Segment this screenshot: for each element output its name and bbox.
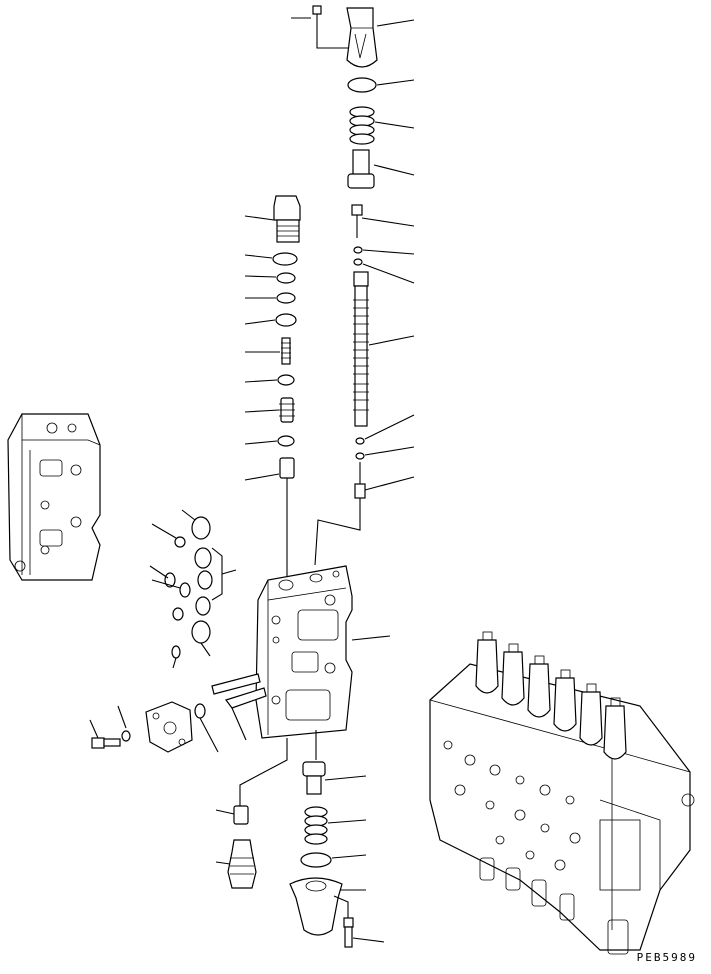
relief-plug [244, 195, 301, 243]
backup-ring [244, 374, 295, 386]
spring-top [349, 106, 415, 145]
small-ring-b [353, 258, 415, 284]
poppet [244, 397, 295, 423]
cap-bolt-top [291, 5, 358, 49]
o-ring-2 [244, 272, 296, 284]
cap-bolt-bottom [343, 917, 385, 948]
retainer-top [347, 149, 415, 189]
seat-ring [244, 435, 295, 447]
bottom-link [239, 730, 317, 808]
small-ring-a [353, 246, 415, 255]
pilot-check-valve [215, 805, 257, 889]
spool-stopper [351, 204, 415, 238]
pin-plug [314, 462, 415, 566]
cover-bolt [89, 705, 131, 749]
side-cover [145, 701, 193, 753]
spring-bottom [304, 806, 367, 845]
retainer-bottom [302, 761, 367, 795]
relief-seat [244, 457, 295, 580]
o-ring-large-top [347, 77, 415, 93]
relief-spring [245, 337, 291, 365]
o-ring-3 [245, 292, 296, 304]
o-ring-large-bottom [300, 852, 367, 868]
valve-block-side-view [7, 413, 101, 581]
pins-and-seal [194, 673, 267, 753]
small-ring-d [355, 446, 415, 460]
valve-body-section [255, 565, 391, 739]
o-ring-1 [244, 252, 298, 266]
cap-bottom [289, 877, 366, 936]
control-valve-assembly [429, 631, 695, 955]
main-spool [353, 271, 415, 427]
valve-cap [346, 7, 415, 68]
small-seals-left [149, 509, 237, 669]
drawing-code: PEB5989 [636, 951, 697, 964]
small-ring-c [355, 414, 415, 445]
o-ring-4 [244, 313, 297, 327]
